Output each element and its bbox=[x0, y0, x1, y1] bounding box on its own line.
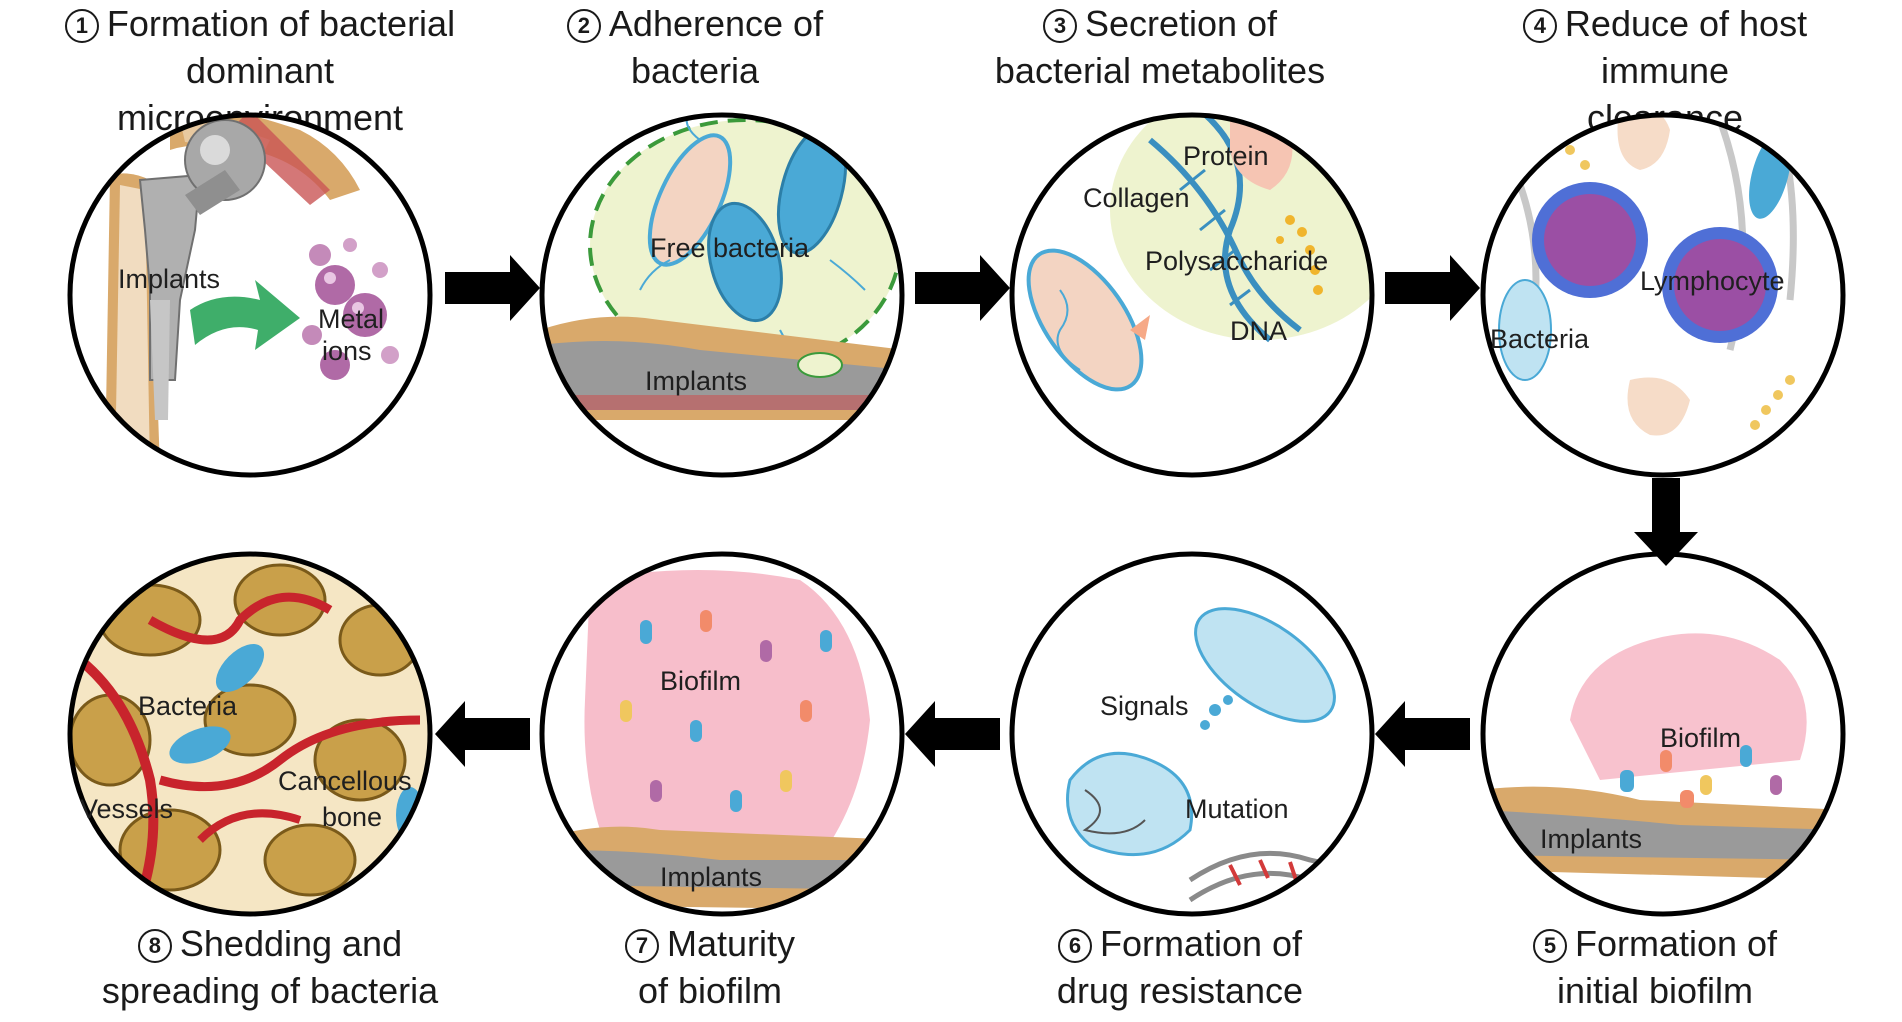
panel-2-artwork bbox=[542, 115, 902, 475]
label-dna: DNA bbox=[1230, 316, 1287, 346]
panel-3-circle bbox=[1009, 112, 1375, 478]
panel-2-circle bbox=[539, 112, 905, 478]
label-bacteria: Bacteria bbox=[1490, 324, 1590, 354]
label-protein: Protein bbox=[1183, 141, 1269, 171]
label-bacteria: Bacteria bbox=[138, 691, 238, 721]
label-biofilm: Biofilm bbox=[660, 666, 741, 696]
label-mutation: Mutation bbox=[1185, 794, 1289, 824]
panel-8-artwork bbox=[70, 555, 430, 914]
label-signals: Signals bbox=[1100, 691, 1189, 721]
panel-4-artwork bbox=[1483, 115, 1843, 475]
label-implants: Implants bbox=[660, 862, 762, 892]
panel-8-circle bbox=[67, 551, 433, 917]
panel-4-circle bbox=[1480, 112, 1846, 478]
arrow-left-icon bbox=[1375, 701, 1470, 767]
label-ions: ions bbox=[322, 336, 372, 366]
label-implants: Implants bbox=[1540, 824, 1642, 854]
label-biofilm: Biofilm bbox=[1660, 723, 1741, 753]
arrow-down-icon bbox=[1634, 478, 1698, 566]
label-implants: Implants bbox=[645, 366, 747, 396]
panel-7-circle bbox=[539, 551, 905, 917]
label-polysaccharide: Polysaccharide bbox=[1145, 246, 1328, 276]
label-collagen: Collagen bbox=[1083, 183, 1190, 213]
arrow-right-icon bbox=[445, 255, 540, 321]
panel-6-artwork bbox=[1012, 555, 1372, 914]
label-bone: bone bbox=[322, 802, 382, 832]
panel-6-circle bbox=[1009, 551, 1375, 917]
label-vessels: Vessels bbox=[80, 794, 173, 824]
panel-3-artwork bbox=[1012, 115, 1372, 475]
panel-1-artwork bbox=[70, 115, 430, 475]
label-cancellous: Cancellous bbox=[278, 766, 412, 796]
label-lymphocyte: Lymphocyte bbox=[1640, 266, 1785, 296]
label-metal: Metal bbox=[318, 304, 384, 334]
arrow-left-icon bbox=[435, 701, 530, 767]
arrow-left-icon bbox=[905, 701, 1000, 767]
label-free-bacteria: Free bacteria bbox=[650, 233, 810, 263]
arrow-right-icon bbox=[915, 255, 1010, 321]
panel-7-artwork bbox=[542, 555, 902, 914]
arrow-right-icon bbox=[1385, 255, 1480, 321]
label-implants: Implants bbox=[118, 264, 220, 294]
panel-5-artwork bbox=[1483, 555, 1843, 914]
panel-1-circle bbox=[67, 112, 433, 478]
